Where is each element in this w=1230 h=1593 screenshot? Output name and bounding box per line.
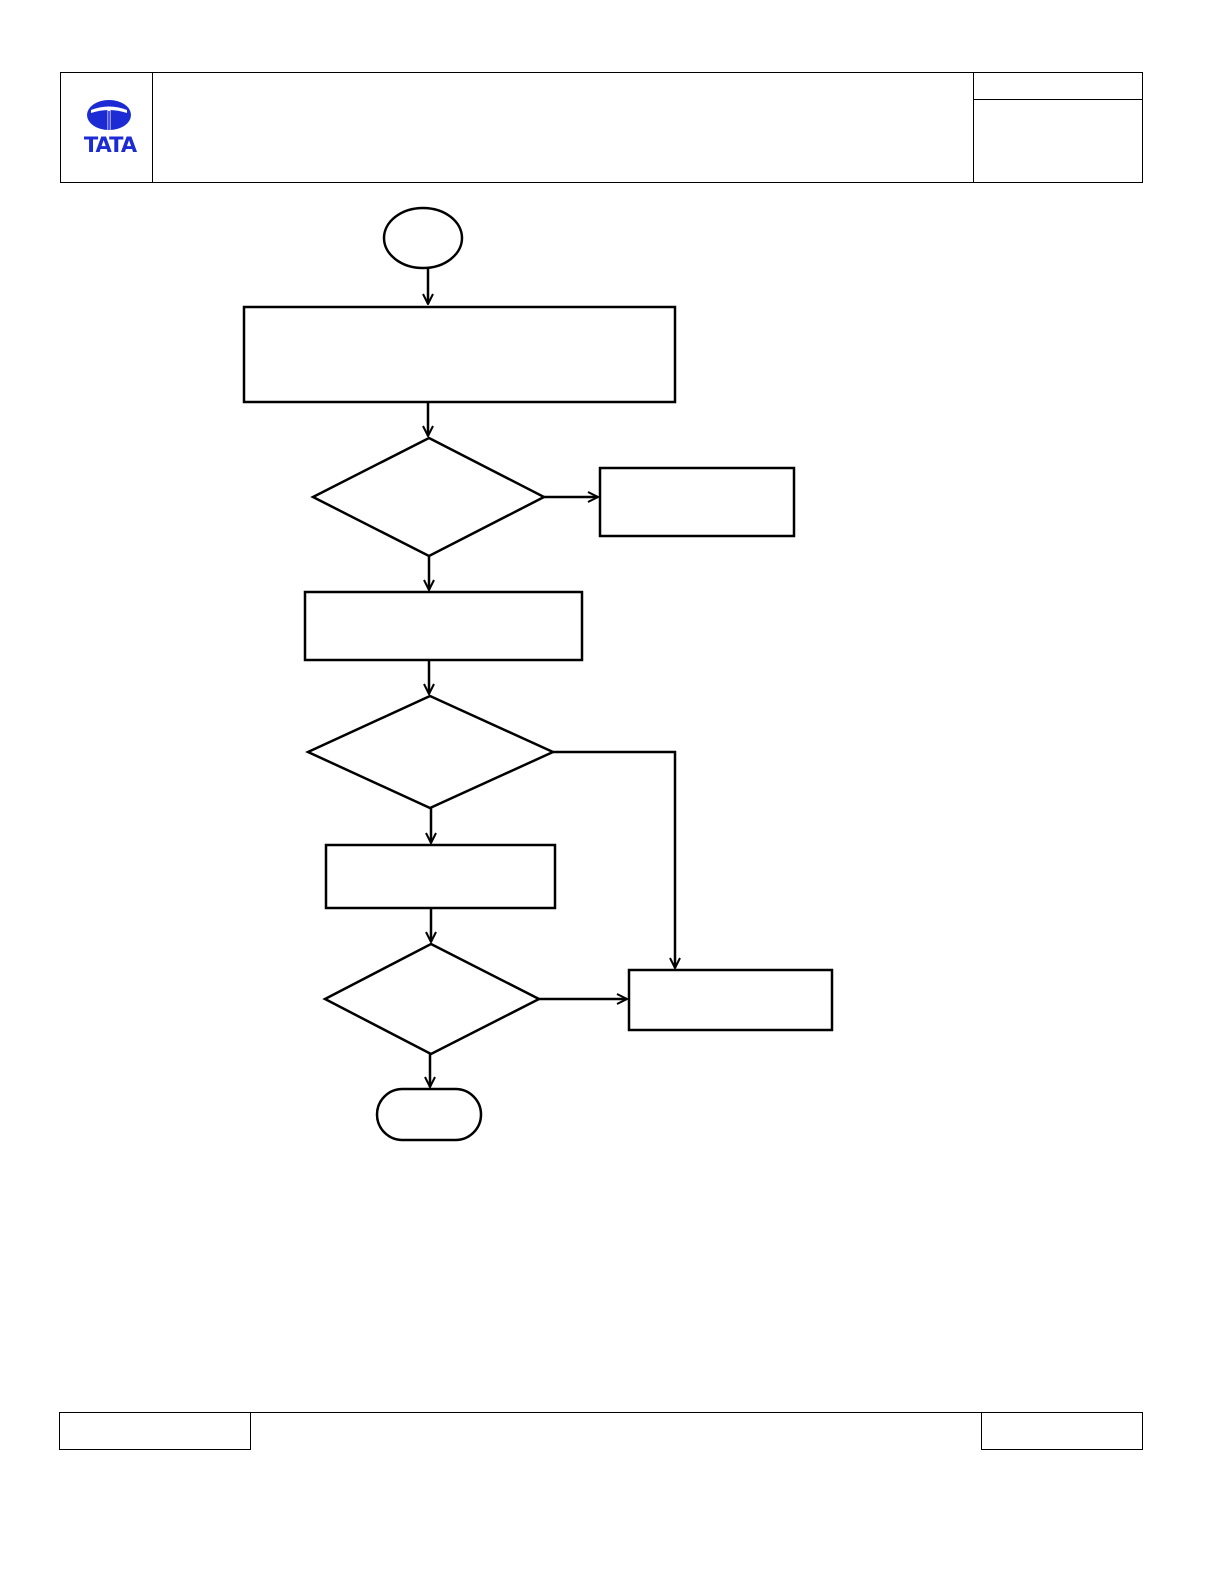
decision-diamond-3 — [322, 942, 542, 1056]
footer-left-cell — [59, 1412, 251, 1450]
arrow-decision2-to-side2 — [553, 750, 675, 968]
logo-wordmark: TATA — [83, 133, 137, 157]
side-box-2 — [627, 968, 834, 1032]
process-box-2 — [303, 590, 584, 662]
side-box-1 — [598, 466, 796, 538]
footer-center-cell — [250, 1412, 982, 1413]
header-rev-cell — [973, 99, 1143, 183]
end-terminal — [375, 1087, 483, 1142]
process-box-1 — [242, 305, 677, 404]
decision-diamond-2 — [305, 694, 557, 810]
tata-logo-icon — [87, 100, 131, 130]
footer-right-cell — [981, 1412, 1143, 1450]
decision-diamond-1 — [310, 436, 547, 558]
start-terminal — [382, 206, 464, 270]
process-box-3 — [324, 843, 557, 910]
